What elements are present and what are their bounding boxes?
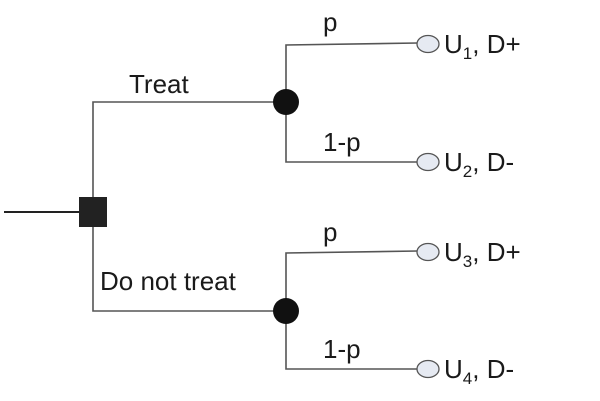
prob-label-upper-1-p: 1-p (323, 127, 361, 157)
chance-node-do-not-treat (273, 298, 299, 324)
upper-p-branch-line (285, 42, 419, 102)
treat-label: Treat (129, 69, 189, 99)
outcome-2-subscript: 2 (463, 162, 472, 181)
outcome-label-4: U4, D- (444, 354, 514, 388)
decision-node (79, 197, 107, 227)
outcome-2-utility: U (444, 147, 463, 177)
upper-1-p-branch-line (285, 102, 418, 163)
prob-label-lower-1-p: 1-p (323, 334, 361, 364)
terminal-node-2 (416, 152, 440, 172)
outcome-3-subscript: 3 (463, 252, 472, 271)
outcome-label-3: U3, D+ (444, 237, 521, 271)
outcome-3-utility: U (444, 237, 463, 267)
do-not-treat-branch-line (92, 226, 286, 312)
terminal-node-4 (416, 359, 440, 379)
terminal-node-1 (416, 34, 440, 54)
outcome-4-disease: , D- (472, 354, 514, 384)
outcome-label-2: U2, D- (444, 147, 514, 181)
treat-branch-line (92, 101, 286, 198)
prob-label-upper-p: p (323, 7, 337, 37)
terminal-node-3 (416, 242, 440, 262)
outcome-4-subscript: 4 (463, 369, 472, 388)
outcome-2-disease: , D- (472, 147, 514, 177)
prob-label-lower-p: p (323, 217, 337, 247)
outcome-1-utility: U (444, 29, 463, 59)
chance-node-treat (273, 89, 299, 115)
outcome-3-disease: , D+ (472, 237, 520, 267)
outcome-1-disease: , D+ (472, 29, 520, 59)
outcome-4-utility: U (444, 354, 463, 384)
outcome-1-subscript: 1 (463, 44, 472, 63)
do-not-treat-label: Do not treat (100, 266, 237, 296)
outcome-label-1: U1, D+ (444, 29, 521, 63)
lower-1-p-branch-line (285, 311, 418, 370)
lower-p-branch-line (285, 250, 419, 311)
